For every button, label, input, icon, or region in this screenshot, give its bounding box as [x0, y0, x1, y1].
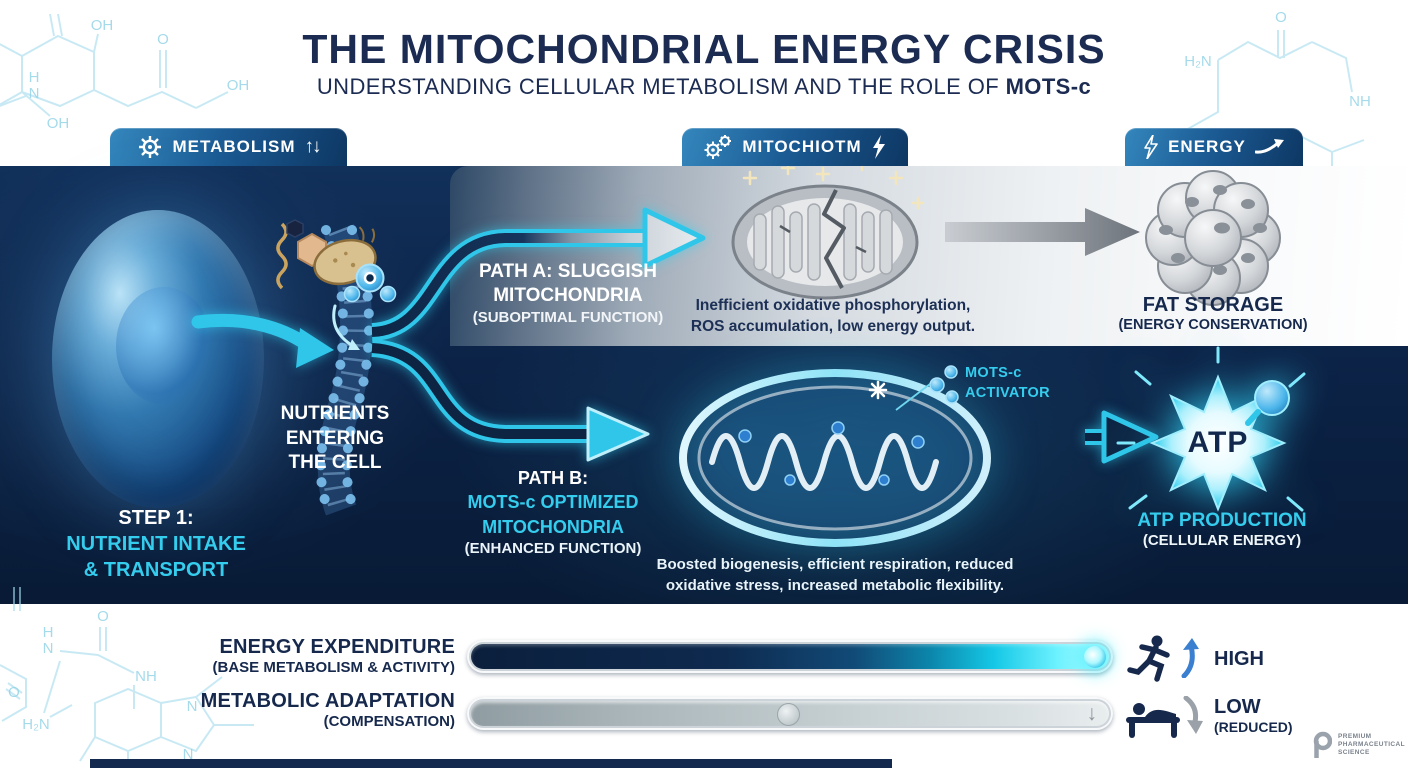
- badge-metabolism: METABOLISM ↑↓: [110, 128, 347, 166]
- gray-arrow-to-fat-storage: [945, 208, 1140, 256]
- path-a-title: PATH A: SLUGGISH MITOCHONDRIA (SUBOPTIMA…: [472, 261, 664, 326]
- cell-illustration: [52, 210, 264, 508]
- chem-label: NH: [1349, 93, 1371, 110]
- chem-label: H: [29, 69, 40, 86]
- bottom-accent-strip: [90, 759, 892, 768]
- rising-arrow-icon: [1254, 139, 1284, 154]
- page-subtitle: UNDERSTANDING CELLULAR METABOLISM AND TH…: [0, 74, 1408, 100]
- matrix-granules: [738, 421, 925, 486]
- chem-label: O: [1275, 9, 1287, 26]
- chemical-structure-decoration-top-left: OH O OH N H OH: [0, 13, 250, 132]
- chem-label: N: [183, 746, 194, 763]
- metabolic-adaptation-meter: ↓: [467, 697, 1113, 730]
- lightning-bolt-icon: [1144, 135, 1158, 159]
- energy-expenditure-meter: [467, 640, 1113, 673]
- lightning-bolt-icon: [872, 135, 885, 159]
- fat-cell-nuclei: [1159, 185, 1267, 275]
- low-level-label: LOW: [1214, 696, 1261, 718]
- fat-cells-illustration: [1145, 170, 1281, 306]
- meter-2-label-block: METABOLIC ADAPTATION (COMPENSATION): [200, 690, 455, 730]
- molecule-icon: [286, 219, 304, 238]
- chem-label: OH: [47, 115, 70, 132]
- atp-text: ATP: [1187, 426, 1249, 459]
- spark-icons: [742, 166, 925, 210]
- subtitle-text: UNDERSTANDING CELLULAR METABOLISM AND TH…: [316, 74, 1006, 99]
- path-a-tube-inner: [371, 233, 645, 337]
- atp-burst-illustration: [1116, 346, 1306, 512]
- down-arrow-icon: ↓: [1086, 702, 1098, 725]
- brand-logo: PREMIUM PHARMACEUTICAL SCIENCE: [1312, 731, 1405, 759]
- curved-arrow-into-membrane: [332, 304, 355, 348]
- path-b-description: Boosted biogenesis, efficient respiratio…: [656, 556, 1014, 594]
- logo-p-mark-icon: [1313, 731, 1332, 758]
- activator-pointer-line: [895, 383, 931, 411]
- cristae-lines: [709, 433, 939, 491]
- step1-label: STEP 1: NUTRIENT INTAKE & TRANSPORT: [66, 507, 246, 581]
- activation-sparkle: [868, 380, 888, 400]
- chem-label: H: [43, 624, 54, 641]
- person-in-bed-icon: [1126, 703, 1180, 738]
- optimized-mitochondria-illustration: [679, 369, 991, 547]
- chem-label: OH: [227, 77, 250, 94]
- cell-nucleus: [115, 287, 212, 406]
- up-arrow-icon: [1181, 638, 1199, 678]
- badge-label: ENERGY: [1168, 137, 1246, 156]
- atp-molecule-ball: [1254, 380, 1290, 416]
- cell-to-membrane-arrowhead: [296, 328, 334, 368]
- chem-label: O: [97, 608, 109, 625]
- path-a-description: Inefficient oxidative phosphorylation, R…: [690, 297, 976, 335]
- fatty-acid-icon: [276, 222, 288, 290]
- gear-icon: [139, 136, 162, 158]
- path-b-title: PATH B: MOTS-c OPTIMIZED MITOCHONDRIA (E…: [464, 468, 642, 557]
- nutrients-entering-label: NUTRIENTS ENTERING THE CELL: [280, 403, 390, 474]
- damaged-mitochondria-illustration: [731, 166, 925, 300]
- path-b-tube-inner: [371, 343, 588, 439]
- fat-storage-label: FAT STORAGE (ENERGY CONSERVATION): [1118, 294, 1308, 333]
- badge-label: METABOLISM: [172, 137, 296, 156]
- meter-1-label-block: ENERGY EXPENDITURE (BASE METABOLISM & AC…: [212, 636, 456, 676]
- runner-icon: [1127, 635, 1170, 682]
- flow-arrows: [191, 207, 1159, 464]
- crack-line: [822, 189, 846, 289]
- atp-production-label: ATP PRODUCTION (CELLULAR ENERGY): [1137, 510, 1307, 549]
- nutrient-icons: [276, 219, 397, 350]
- chem-label: H₂N: [22, 716, 50, 733]
- page-title: THE MITOCHONDRIAL ENERGY CRISIS: [302, 26, 1106, 72]
- mots-c-activator-label: MOTS-c ACTIVATOR: [965, 365, 1050, 401]
- atp-molecule-stem: [1245, 409, 1261, 426]
- chem-label: NH: [135, 668, 157, 685]
- chem-label: O: [157, 31, 169, 48]
- badge-label: MITOCHIOTM: [742, 137, 862, 156]
- chem-label: N: [29, 85, 40, 102]
- badge-energy: ENERGY: [1125, 128, 1303, 166]
- chemical-structure-decoration-bottom-left: O H N NH H₂N N N O: [0, 587, 254, 768]
- energy-expenditure-meter-fill: [471, 644, 1109, 669]
- meter-knob: [777, 703, 801, 726]
- main-flow-panel: NUTRIENTS ENTERING THE CELL STEP 1: NUTR…: [0, 166, 1408, 604]
- high-level-label: HIGH: [1214, 648, 1264, 670]
- water-molecule-icon: [343, 263, 397, 303]
- chem-label: N: [187, 698, 198, 715]
- atp-arrowhead: [1101, 410, 1159, 464]
- logo-text: PREMIUM PHARMACEUTICAL SCIENCE: [1338, 732, 1405, 757]
- chem-label: OH: [91, 17, 114, 34]
- chem-label: N: [43, 640, 54, 657]
- cell-to-membrane-arrow: [191, 313, 313, 351]
- mots-c-activator-dots: [895, 365, 959, 411]
- double-gear-icon: [704, 135, 732, 159]
- subtitle-mots-c: MOTS-c: [1005, 74, 1092, 99]
- curved-arrowhead: [348, 339, 360, 350]
- up-down-arrows-icon: ↑↓: [304, 136, 322, 157]
- meter-glow-cap: [1084, 646, 1106, 668]
- path-a-arrowhead: [642, 207, 706, 269]
- flow-illustrations: [191, 166, 1306, 547]
- down-curved-arrow-icon: [1183, 696, 1203, 734]
- metabolic-adaptation-meter-fill: ↓: [471, 701, 1109, 726]
- atp-spark-lines: [1116, 346, 1306, 512]
- path-b-arrowhead: [586, 406, 650, 462]
- chem-label: O: [8, 684, 20, 701]
- badge-mitochondria: MITOCHIOTM: [682, 128, 908, 166]
- chem-label: H₂N: [1184, 53, 1212, 70]
- low-level-note: (REDUCED): [1214, 719, 1293, 735]
